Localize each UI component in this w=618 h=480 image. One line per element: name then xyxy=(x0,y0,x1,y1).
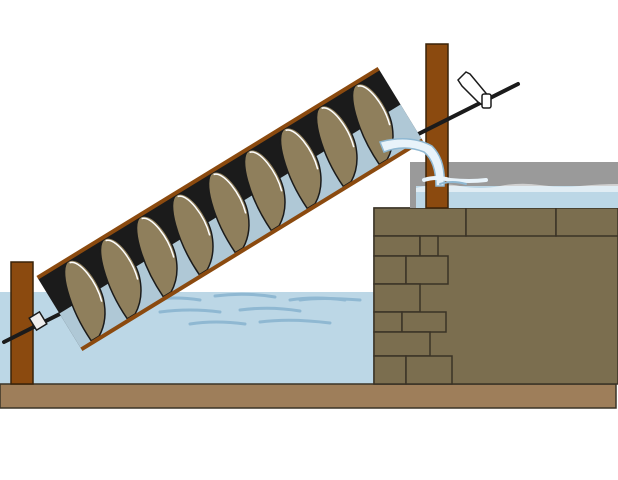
screw-tube-bottom-rim xyxy=(80,138,424,352)
screw-blade-highlight xyxy=(249,151,283,192)
screw-blade xyxy=(207,171,250,254)
screw-blade xyxy=(171,193,214,276)
screw-blade-highlight xyxy=(105,239,139,280)
screw-blade xyxy=(315,104,358,188)
crank-handle xyxy=(457,71,492,109)
screw-blade xyxy=(63,259,106,342)
screw-blade-highlight xyxy=(177,195,211,236)
archimedes-screw xyxy=(36,66,424,352)
lower-water-ripples xyxy=(148,292,362,326)
screw-tube-top-rim xyxy=(36,66,380,280)
screw-blade-highlight xyxy=(285,129,319,170)
screw-blade xyxy=(99,237,142,320)
screw-blades xyxy=(63,82,394,342)
screw-blade xyxy=(135,215,178,298)
screw-blade xyxy=(243,148,286,232)
screw-blade-highlight xyxy=(69,261,103,302)
screw-blade-highlight xyxy=(141,217,175,258)
stone-wall xyxy=(373,207,618,385)
screw-blade-highlight xyxy=(357,85,391,126)
left-post xyxy=(10,261,34,385)
screw-blade-highlight xyxy=(321,107,355,148)
ground-board xyxy=(0,383,617,409)
water-stream xyxy=(378,138,488,187)
screw-blade-highlight xyxy=(213,173,247,214)
shaft-bearing-left xyxy=(28,310,48,332)
screw-blade xyxy=(279,126,322,210)
